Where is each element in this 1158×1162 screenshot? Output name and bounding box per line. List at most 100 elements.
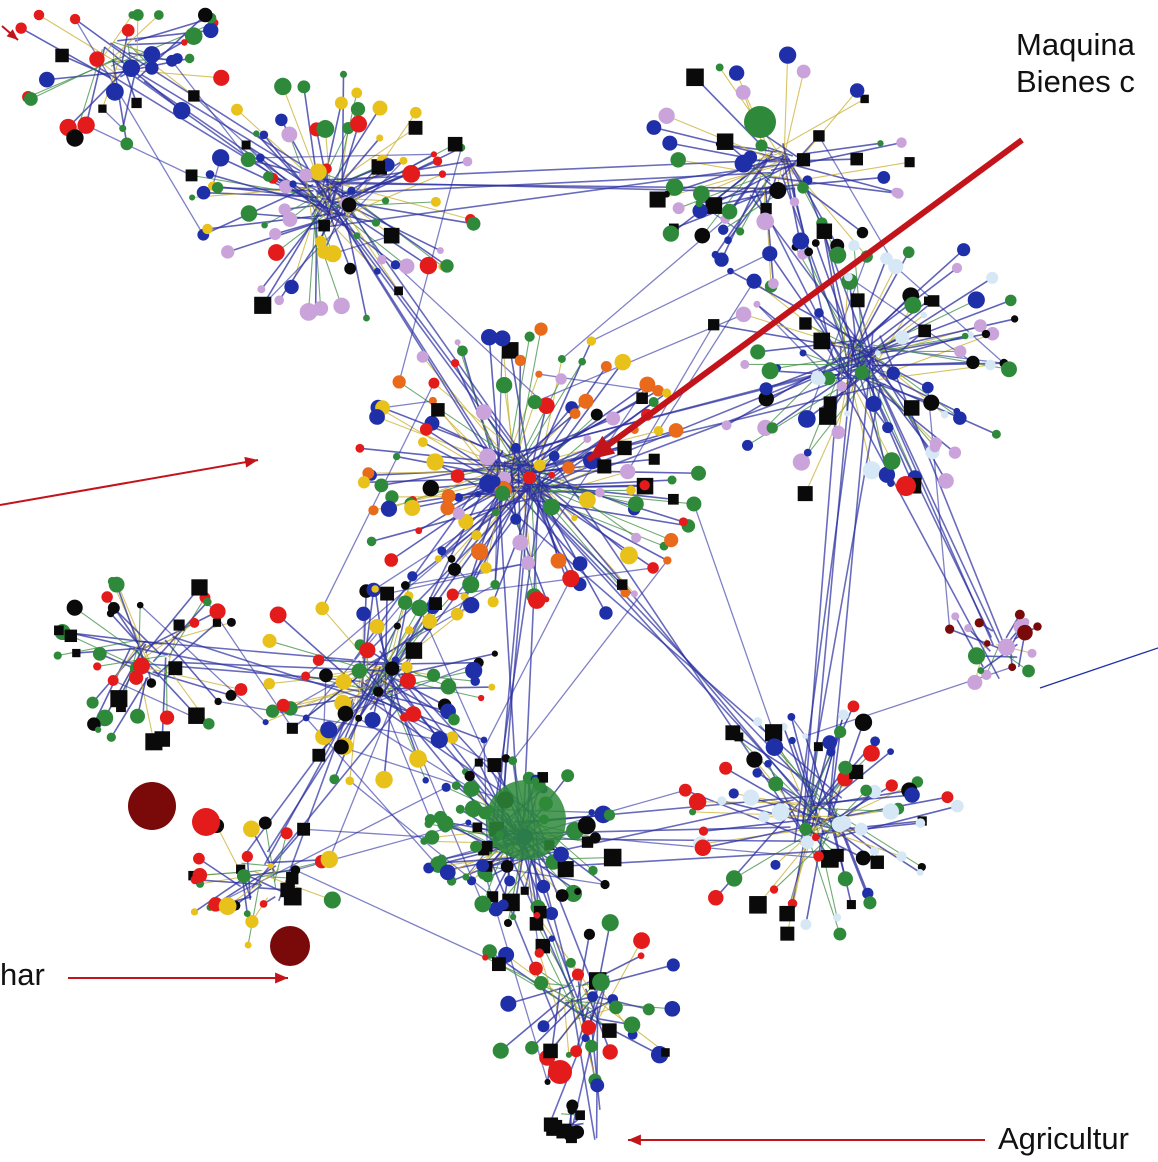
network-node bbox=[601, 914, 619, 932]
network-node bbox=[663, 556, 672, 565]
network-node bbox=[954, 345, 967, 358]
network-link bbox=[793, 346, 862, 842]
network-node bbox=[447, 136, 463, 152]
network-node bbox=[315, 601, 330, 616]
network-node bbox=[678, 783, 692, 797]
network-node bbox=[213, 69, 230, 86]
network-link bbox=[115, 584, 148, 668]
network-node bbox=[121, 23, 135, 37]
network-node bbox=[856, 226, 869, 239]
network-link bbox=[251, 708, 399, 889]
network-node bbox=[394, 286, 403, 296]
network-node bbox=[359, 642, 376, 659]
network-node bbox=[662, 388, 672, 398]
network-node bbox=[561, 769, 575, 783]
network-node bbox=[719, 761, 733, 775]
network-node bbox=[964, 624, 973, 633]
network-link bbox=[310, 215, 343, 307]
network-link bbox=[482, 846, 506, 905]
network-link bbox=[325, 160, 468, 186]
network-node bbox=[314, 235, 327, 248]
network-node bbox=[440, 500, 455, 516]
network-node bbox=[409, 749, 427, 768]
network-node bbox=[600, 879, 610, 890]
network-node bbox=[329, 774, 340, 785]
network-node bbox=[1010, 315, 1019, 323]
network-node bbox=[749, 896, 767, 914]
network-node bbox=[649, 191, 666, 208]
network-node bbox=[566, 1126, 578, 1137]
network-link bbox=[808, 794, 913, 806]
network-link bbox=[782, 55, 789, 177]
network-node bbox=[583, 928, 595, 940]
network-node bbox=[534, 322, 548, 336]
network-link bbox=[328, 650, 415, 860]
network-link bbox=[303, 180, 772, 194]
network-node bbox=[923, 296, 933, 306]
network-node bbox=[662, 135, 678, 151]
network-link bbox=[191, 174, 315, 197]
network-node bbox=[792, 232, 810, 250]
network-link bbox=[339, 217, 502, 470]
network-link bbox=[499, 459, 534, 832]
network-node bbox=[895, 330, 910, 345]
network-node bbox=[488, 683, 496, 691]
network-node bbox=[920, 311, 928, 319]
network-node bbox=[797, 410, 816, 428]
network-node bbox=[597, 459, 612, 474]
network-link bbox=[179, 661, 386, 672]
network-node bbox=[583, 435, 592, 443]
network-node bbox=[339, 70, 348, 78]
network-node bbox=[334, 96, 348, 110]
network-link bbox=[806, 746, 819, 812]
network-node bbox=[514, 354, 526, 367]
network-node bbox=[106, 732, 116, 742]
network-node bbox=[454, 339, 461, 346]
network-link bbox=[725, 767, 826, 826]
network-node bbox=[181, 39, 188, 46]
network-node bbox=[768, 278, 779, 289]
network-node bbox=[313, 300, 329, 316]
network-node bbox=[967, 291, 985, 309]
network-node bbox=[586, 336, 597, 346]
network-node bbox=[66, 129, 84, 147]
network-node bbox=[652, 384, 664, 397]
network-node bbox=[320, 721, 338, 739]
network-node bbox=[184, 27, 203, 45]
network-node bbox=[792, 453, 811, 471]
network-node bbox=[647, 562, 659, 574]
network-link bbox=[595, 837, 830, 860]
network-link bbox=[329, 204, 525, 468]
network-node bbox=[672, 202, 685, 215]
network-link bbox=[264, 822, 277, 890]
network-node bbox=[284, 279, 299, 295]
network-node bbox=[508, 756, 518, 766]
network-link bbox=[505, 390, 659, 476]
network-link bbox=[168, 597, 206, 658]
network-link bbox=[97, 655, 166, 667]
network-link bbox=[853, 245, 866, 373]
network-node bbox=[419, 256, 438, 275]
network-node bbox=[512, 534, 529, 551]
network-node bbox=[494, 330, 511, 347]
network-link bbox=[126, 41, 185, 46]
network-node bbox=[253, 130, 260, 137]
network-node bbox=[185, 169, 198, 182]
network-node bbox=[870, 855, 884, 869]
network-node bbox=[356, 606, 371, 621]
network-node bbox=[1004, 294, 1017, 307]
network-node bbox=[836, 381, 847, 392]
network-link bbox=[61, 54, 111, 78]
network-node bbox=[575, 1110, 585, 1121]
network-node bbox=[259, 900, 268, 908]
network-node bbox=[428, 377, 440, 389]
network-link bbox=[76, 647, 140, 654]
network-node bbox=[648, 397, 659, 408]
network-node bbox=[882, 421, 894, 434]
network-node bbox=[588, 865, 598, 876]
network-node bbox=[385, 661, 400, 676]
network-node bbox=[797, 486, 813, 502]
network-node bbox=[188, 707, 205, 724]
network-link bbox=[496, 460, 521, 834]
network-node bbox=[838, 760, 853, 775]
